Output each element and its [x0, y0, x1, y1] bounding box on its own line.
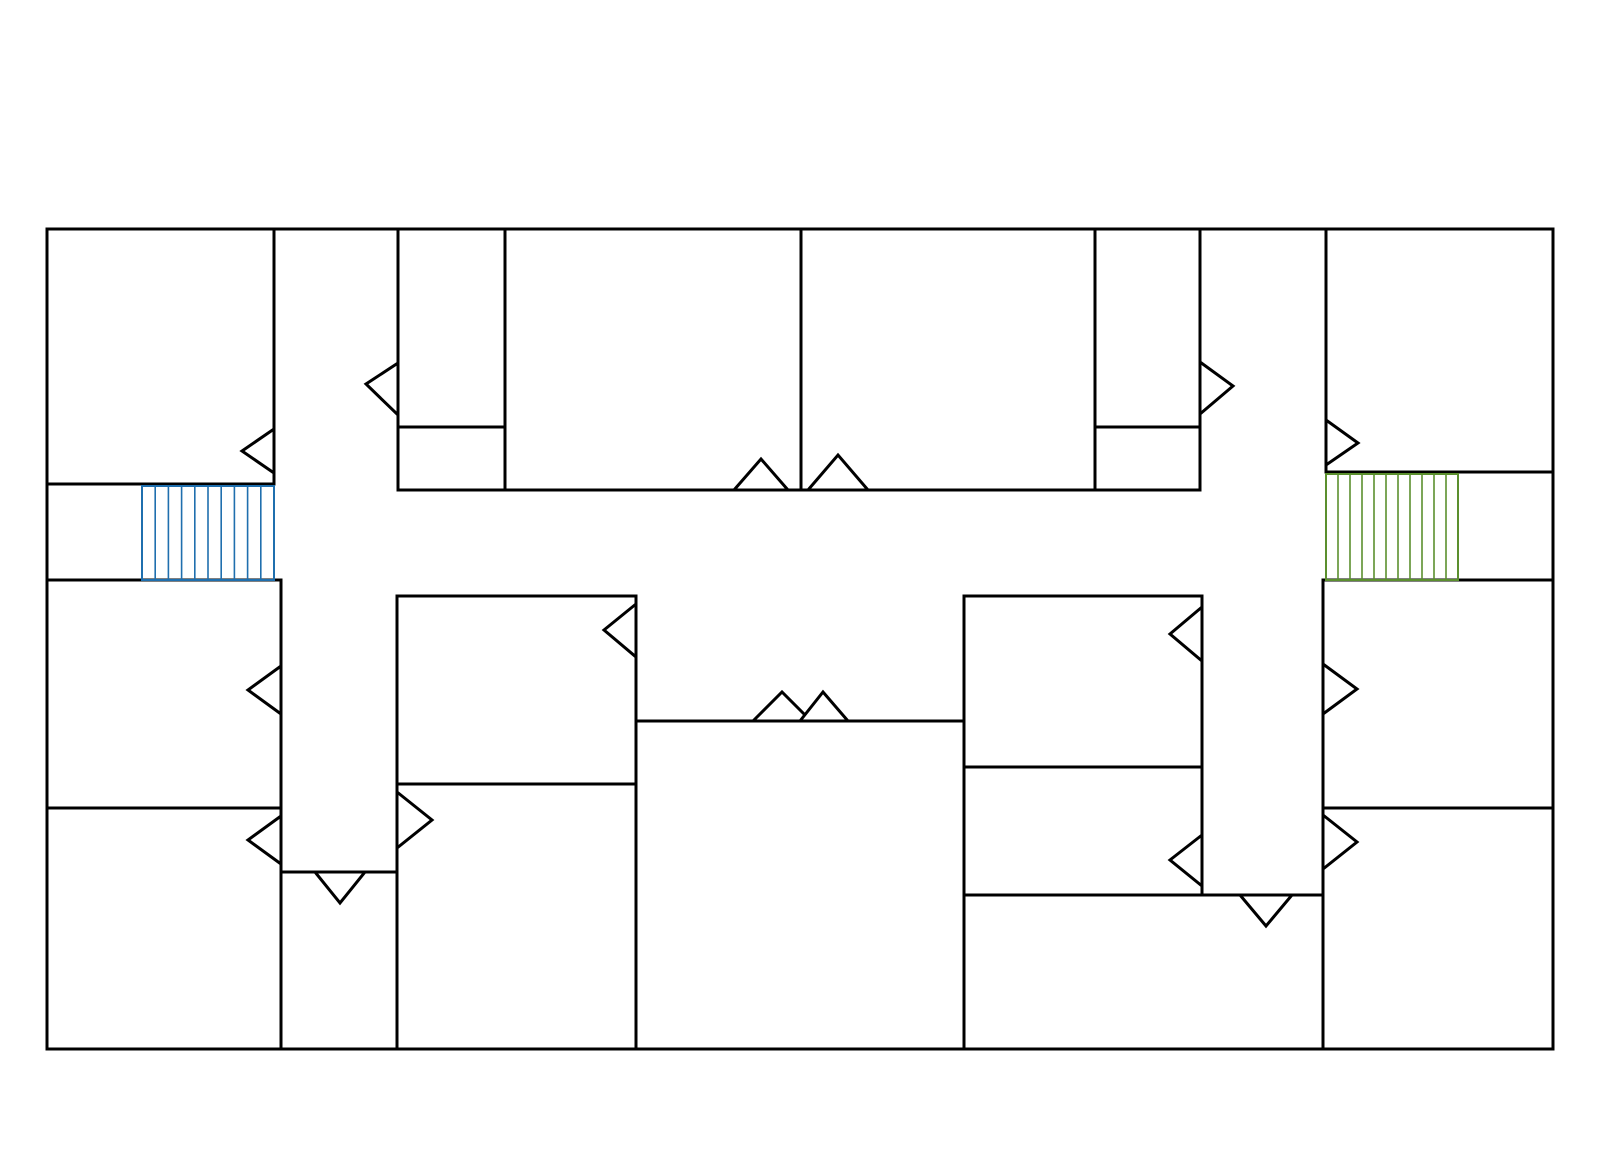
door-marker [245, 663, 283, 717]
door-marker [1198, 359, 1236, 418]
door-marker [796, 689, 852, 723]
door-marker [749, 689, 815, 723]
door-marker [1324, 417, 1361, 468]
door-marker [1167, 603, 1204, 665]
staircase-east [1325, 473, 1459, 581]
door-marker [311, 870, 369, 906]
door-marker [804, 452, 872, 492]
door-marker [1236, 893, 1296, 929]
stair-frame [1325, 473, 1459, 581]
door-marker [730, 456, 792, 492]
wall-south-east-block [962, 594, 1204, 1051]
door-marker [1321, 661, 1360, 717]
door-marker [601, 600, 638, 661]
door-marker [245, 813, 283, 867]
wall-north-utility-west [396, 227, 1202, 492]
door-marker [395, 788, 435, 852]
staircase-west [141, 485, 275, 581]
door-marker [1167, 831, 1204, 890]
door-marker [363, 360, 400, 419]
wall-south-west-block [395, 594, 638, 1051]
interior-walls [45, 227, 1555, 1051]
door-marker [1321, 811, 1360, 873]
doors [239, 359, 1361, 929]
door-marker [239, 426, 276, 476]
